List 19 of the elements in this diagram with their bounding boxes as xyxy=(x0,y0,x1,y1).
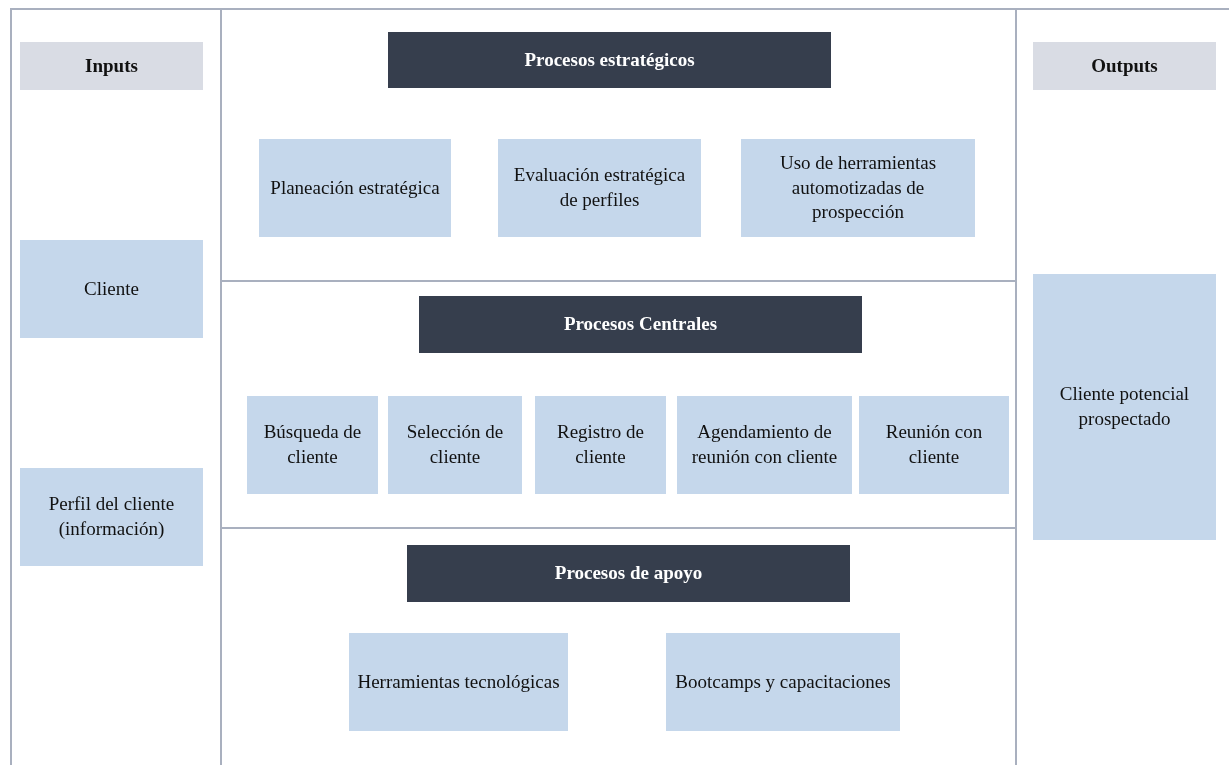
section-header: Procesos Centrales xyxy=(419,296,862,353)
process-box: Herramientas tecnológicas xyxy=(349,633,568,731)
column-panel xyxy=(10,8,222,765)
column-header: Inputs xyxy=(20,42,203,90)
process-box: Planeación estratégica xyxy=(259,139,451,237)
input-box: Perfil del cliente (información) xyxy=(20,468,203,566)
process-box: Evaluación estratégica de perfiles xyxy=(498,139,701,237)
process-box: Registro de cliente xyxy=(535,396,666,494)
process-box: Búsqueda de cliente xyxy=(247,396,378,494)
process-box: Uso de herramientas automotizadas de prospección xyxy=(741,139,975,237)
process-box: Bootcamps y capacitaciones xyxy=(666,633,900,731)
process-box: Reunión con cliente xyxy=(859,396,1009,494)
section-header: Procesos de apoyo xyxy=(407,545,850,602)
output-box: Cliente potencial prospectado xyxy=(1033,274,1216,540)
section-header: Procesos estratégicos xyxy=(388,32,831,88)
process-box: Selección de cliente xyxy=(388,396,522,494)
input-box: Cliente xyxy=(20,240,203,338)
column-header: Outputs xyxy=(1033,42,1216,90)
process-box: Agendamiento de reunión con cliente xyxy=(677,396,852,494)
